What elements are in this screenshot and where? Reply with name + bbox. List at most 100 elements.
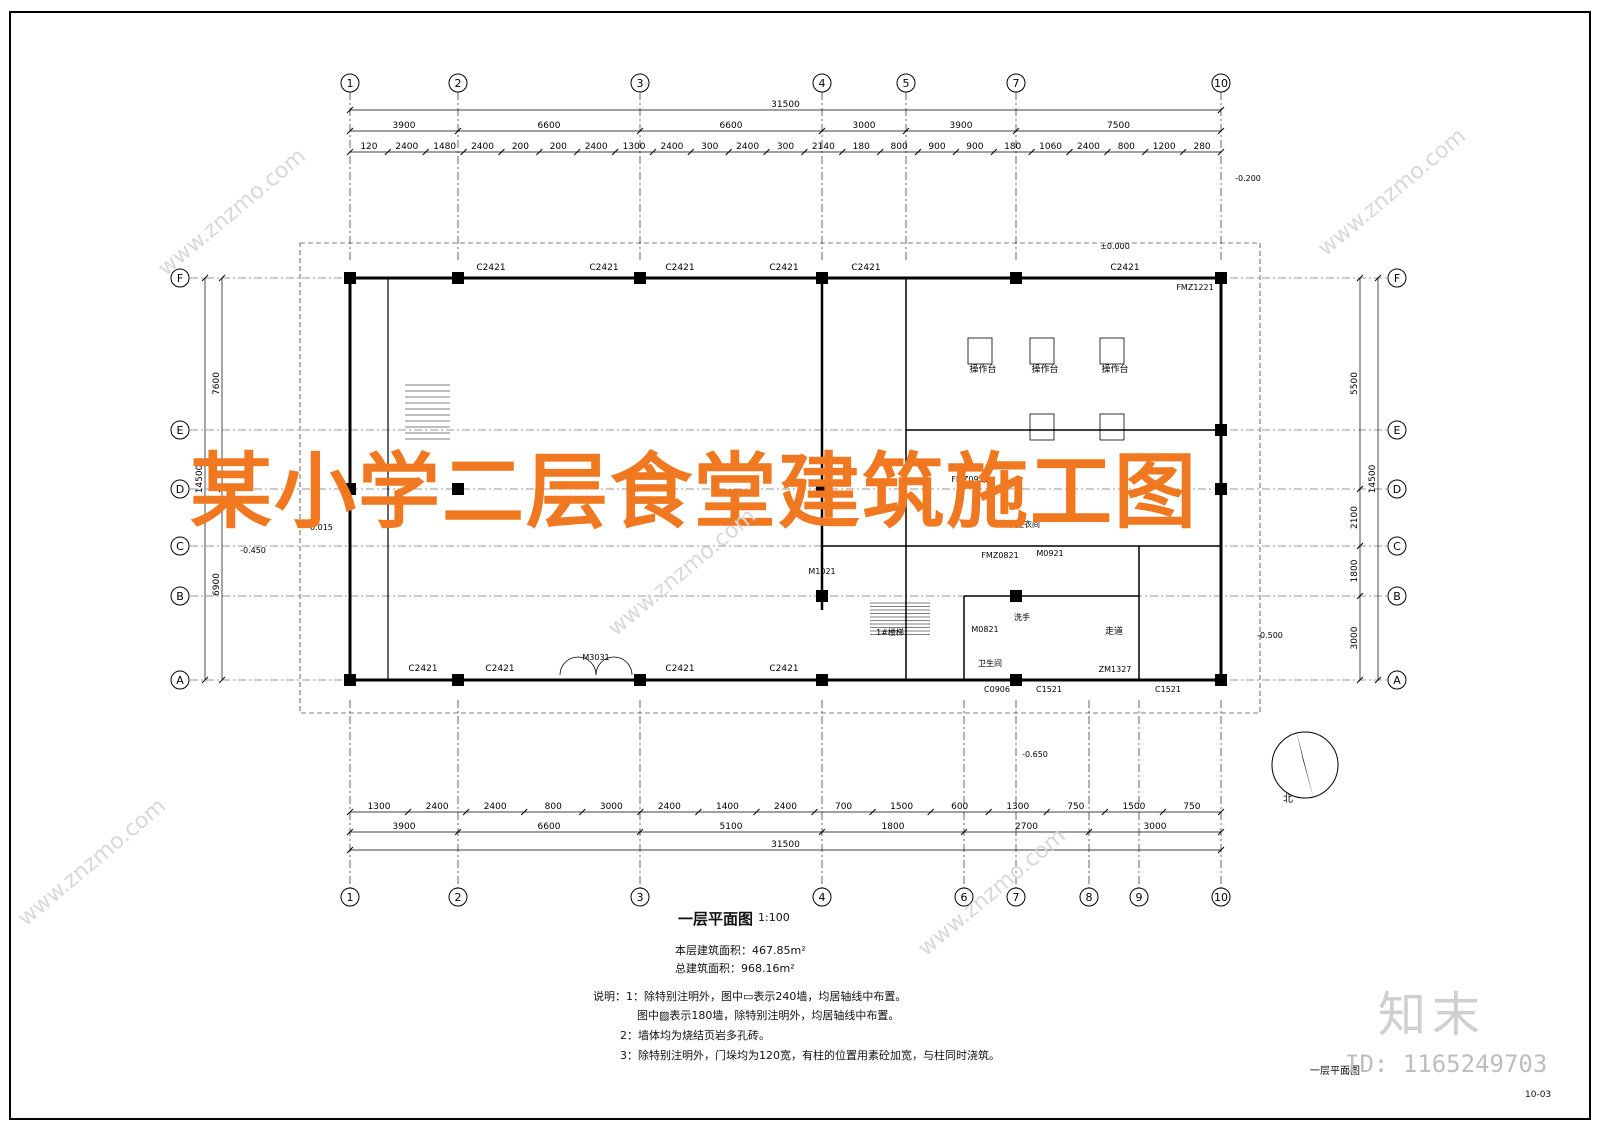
dim-text: 1500 — [1122, 802, 1145, 812]
dim-text: 900 — [966, 142, 983, 152]
dim-tick — [636, 828, 644, 836]
room-label: 走道 — [1105, 625, 1123, 637]
axis-label: E — [177, 424, 184, 437]
dim-text: 3000 — [1350, 626, 1360, 649]
column — [344, 272, 356, 284]
dim-tick — [1043, 808, 1051, 816]
dim-tick — [1374, 274, 1382, 282]
dim-tick — [1217, 846, 1225, 854]
dim-tick — [869, 808, 876, 816]
dim-tick — [460, 148, 467, 156]
dim-text: 7500 — [1107, 121, 1130, 131]
drawing-title: 一层平面图 — [678, 910, 754, 928]
dim-text: 2400 — [658, 802, 681, 812]
axis-label: F — [177, 272, 183, 285]
total-area: 总建筑面积：968.16m² — [675, 962, 795, 975]
column — [1010, 590, 1022, 602]
dim-text: 5500 — [1350, 372, 1360, 395]
dim-text: 7600 — [212, 372, 222, 395]
door-label: FMZ0821 — [981, 551, 1018, 560]
axis-label: D — [176, 483, 184, 496]
operating-table — [967, 337, 993, 365]
sheet-name: 一层平面图 — [1310, 1066, 1360, 1077]
dim-text: 800 — [1118, 142, 1135, 152]
window-label: C2421 — [408, 664, 437, 674]
column — [816, 272, 828, 284]
column — [816, 483, 828, 495]
door-label: ZM1327 — [1099, 665, 1132, 674]
dim-tick — [218, 676, 226, 684]
window-label: C2421 — [665, 664, 694, 674]
axis-label: 1 — [347, 891, 354, 904]
dim-text: 31500 — [771, 840, 800, 850]
dim-text: 1500 — [890, 802, 913, 812]
north-label: 北 — [1283, 794, 1293, 805]
axis-label: 7 — [1013, 77, 1020, 90]
room-label: 操作台 — [1101, 363, 1128, 375]
dim-text: 180 — [1004, 142, 1021, 152]
dim-tick — [811, 808, 818, 816]
dim-tick — [404, 808, 412, 816]
dim-text: 3000 — [853, 121, 876, 131]
level-mark: -0.450 — [240, 546, 266, 555]
level-mark: -0.200 — [1235, 174, 1261, 183]
dim-tick — [573, 148, 581, 156]
dim-tick — [960, 828, 968, 836]
dim-text: 2400 — [585, 142, 608, 152]
dim-tick — [1217, 148, 1225, 156]
column — [1010, 674, 1022, 686]
room-label: 洗手 — [1014, 612, 1030, 622]
dim-text: 1800 — [1350, 559, 1360, 582]
apron-line — [299, 242, 1261, 714]
dim-text: 2400 — [471, 142, 494, 152]
dim-tick — [927, 808, 935, 816]
axis-label: 10 — [1214, 77, 1228, 90]
dim-tick — [1085, 828, 1093, 836]
axis-label: C — [1393, 540, 1401, 553]
dim-tick — [454, 828, 462, 836]
axis-label: 2 — [455, 891, 462, 904]
dim-tick — [838, 148, 846, 156]
dim-tick — [346, 148, 354, 156]
axis-bubble — [170, 420, 190, 440]
dim-text: 800 — [891, 142, 908, 152]
window-label: C2421 — [1110, 263, 1139, 273]
door-label: M3031 — [582, 653, 609, 662]
dim-tick — [818, 828, 826, 836]
dim-tick — [218, 485, 226, 493]
axis-label: B — [1393, 590, 1401, 603]
window-label: C2421 — [851, 263, 880, 273]
dim-tick — [346, 808, 354, 816]
dim-text: 120 — [360, 142, 377, 152]
axis-label: 5 — [903, 77, 910, 90]
dim-tick — [1356, 485, 1364, 493]
dim-tick — [346, 828, 354, 836]
operating-table — [1099, 337, 1125, 365]
dim-text: 800 — [545, 802, 562, 812]
dim-text: 2700 — [1015, 822, 1038, 832]
dim-tick — [1104, 148, 1111, 156]
column — [816, 590, 828, 602]
room-label: 操作台 — [1031, 363, 1058, 375]
dim-text: 3900 — [393, 121, 416, 131]
dim-tick — [1356, 676, 1364, 684]
dim-text: 200 — [550, 142, 567, 152]
dim-tick — [1141, 148, 1149, 156]
exterior-wall — [348, 276, 1223, 682]
dim-text: 2400 — [774, 802, 797, 812]
axis-bubble — [170, 268, 190, 288]
door-label: M0821 — [971, 625, 998, 634]
dim-tick — [422, 148, 430, 156]
axis-label: 3 — [637, 891, 644, 904]
dim-tick — [384, 148, 392, 156]
dim-text: 1060 — [1039, 142, 1062, 152]
dim-text: 6600 — [720, 121, 743, 131]
dim-text: 14500 — [1368, 464, 1378, 493]
axis-label: 2 — [455, 77, 462, 90]
door-label: FMZ0921 — [951, 475, 988, 484]
dim-tick — [578, 808, 586, 816]
dim-text: 600 — [951, 802, 968, 812]
axis-label: D — [1393, 483, 1401, 496]
